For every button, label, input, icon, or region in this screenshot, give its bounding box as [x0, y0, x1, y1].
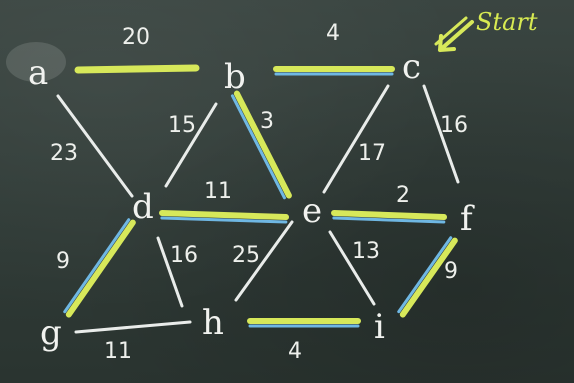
node-h: h	[202, 303, 224, 343]
node-e: e	[302, 191, 322, 231]
edge-d-e: 11	[159, 179, 290, 224]
edge-highlight-yellow	[65, 219, 136, 318]
edge-weight-label: 23	[50, 141, 78, 166]
edge-weight-label: 11	[204, 179, 232, 204]
edge-line	[56, 94, 134, 198]
edge-weight-label: 9	[56, 249, 70, 274]
edge-highlight-yellow	[159, 210, 290, 221]
edge-weight-label: 17	[358, 141, 386, 166]
node-g: g	[40, 313, 62, 353]
edge-line	[164, 102, 218, 188]
edge-weight-label: 15	[168, 113, 196, 138]
node-d: d	[132, 187, 154, 227]
edge-highlight-blue	[397, 236, 453, 314]
edge-b-c: 4	[273, 21, 395, 76]
edge-highlight-yellow	[74, 64, 200, 74]
edge-weight-label: 9	[444, 259, 458, 284]
node-i: i	[374, 307, 385, 347]
edge-b-e: 3	[230, 90, 292, 200]
node-a: a	[28, 53, 48, 93]
edge-weight-label: 2	[396, 183, 410, 208]
start-label: Start	[476, 8, 538, 36]
edge-a-d: 23	[50, 94, 134, 198]
edge-weight-label: 4	[288, 339, 302, 364]
edge-highlight-yellow	[399, 237, 458, 318]
edge-line	[74, 320, 192, 334]
start-arrow-icon	[434, 16, 474, 52]
edge-c-f: 16	[422, 84, 468, 184]
edge-highlight-blue	[160, 216, 288, 224]
edge-line	[328, 230, 376, 306]
edge-line	[322, 84, 390, 194]
edge-f-i: 9	[397, 236, 458, 318]
edge-c-e: 17	[322, 84, 390, 194]
edge-a-b: 20	[74, 25, 200, 74]
edge-weight-label: 13	[352, 239, 380, 264]
edge-line	[234, 220, 294, 302]
edge-h-i: 4	[247, 318, 361, 364]
edge-highlight-blue	[332, 216, 446, 224]
edge-b-d: 15	[164, 102, 218, 188]
edge-highlight-blue	[230, 94, 286, 200]
eraser-smudge	[6, 42, 66, 82]
node-f: f	[460, 199, 475, 239]
edge-line	[156, 236, 184, 308]
edge-e-h: 25	[232, 220, 294, 302]
edge-weight-label: 25	[232, 243, 260, 268]
edge-e-i: 13	[328, 230, 380, 306]
edge-d-h: 16	[156, 236, 198, 308]
edge-d-g: 9	[56, 218, 136, 318]
edge-highlight-blue	[63, 218, 131, 314]
edge-e-f: 2	[331, 183, 448, 224]
edge-weight-label: 16	[170, 243, 198, 268]
node-b: b	[224, 57, 246, 97]
edge-highlight-yellow	[233, 90, 292, 199]
edge-line	[422, 84, 460, 184]
node-c: c	[402, 47, 421, 87]
edge-weight-label: 20	[122, 25, 150, 50]
edge-weight-label: 11	[104, 339, 132, 364]
edge-weight-label: 4	[326, 21, 340, 46]
edge-weight-label: 3	[260, 109, 274, 134]
edge-g-h: 11	[74, 320, 192, 364]
edge-highlight-yellow	[331, 210, 448, 221]
edge-weight-label: 16	[440, 113, 468, 138]
